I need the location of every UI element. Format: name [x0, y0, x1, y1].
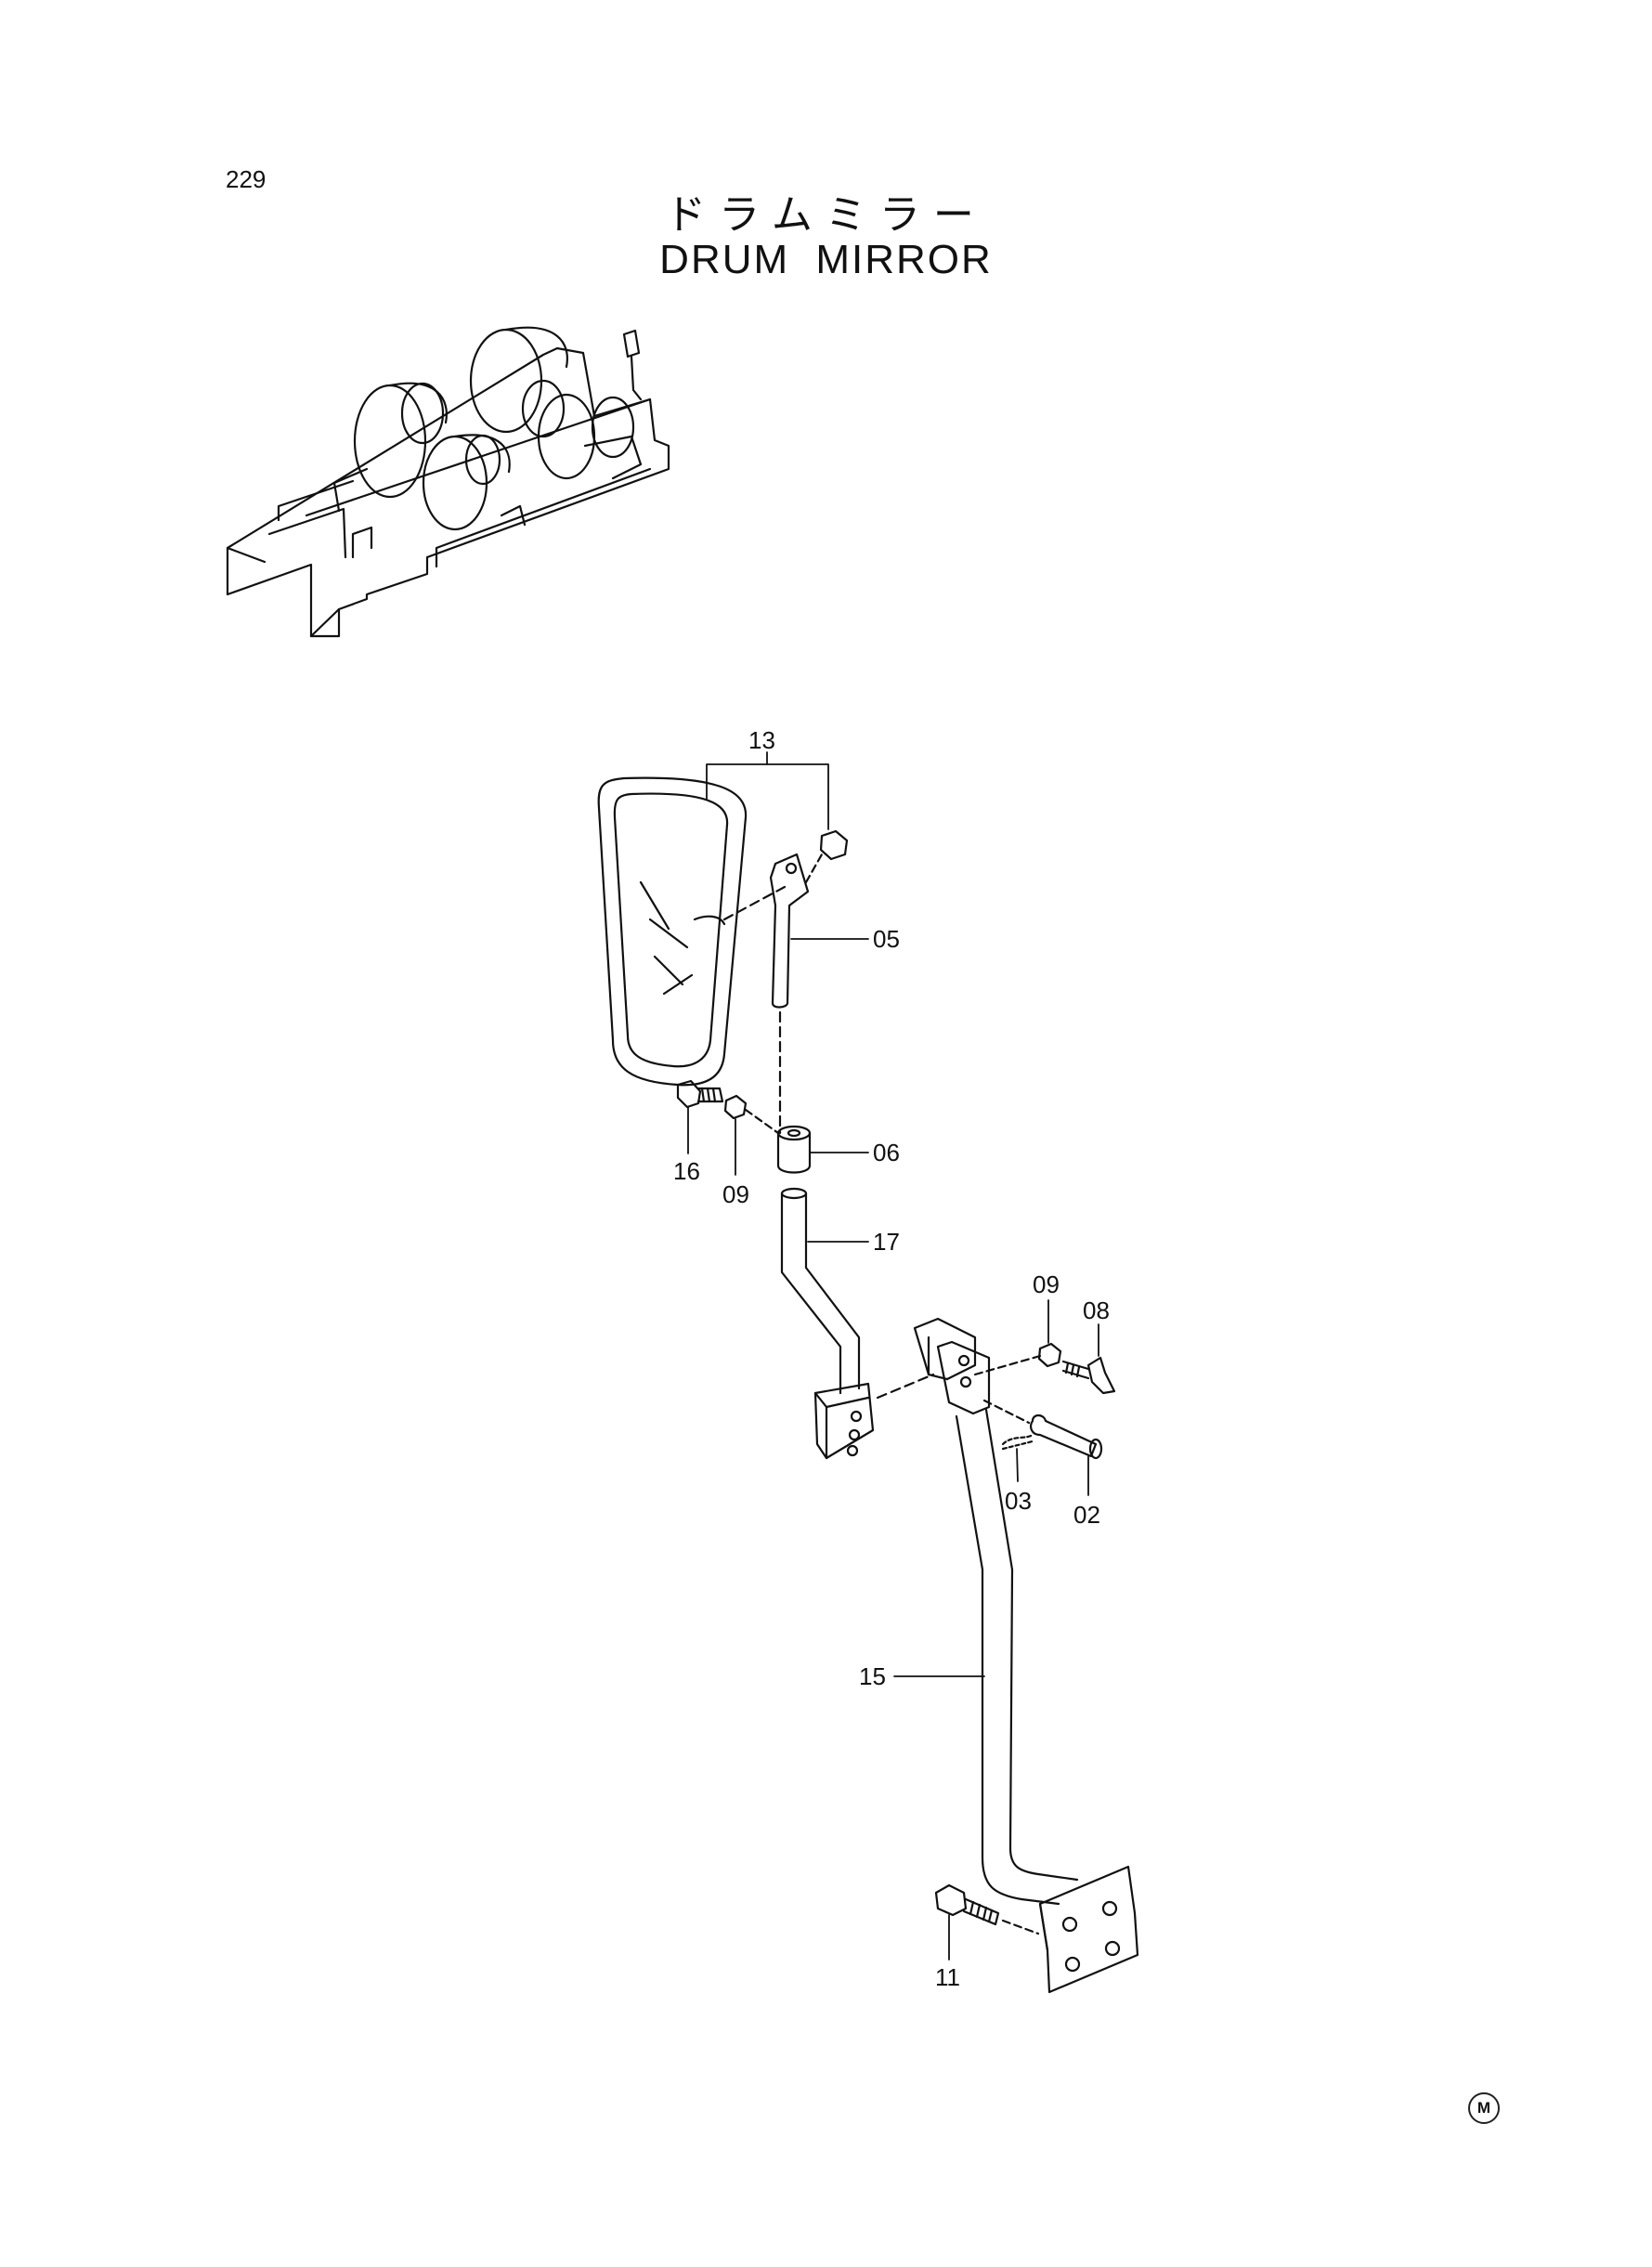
callout-03: 03: [1005, 1487, 1032, 1515]
callout-06: 06: [873, 1139, 900, 1166]
mirror-assembly: [597, 776, 787, 1087]
nut-09-lower: [1037, 1342, 1062, 1368]
callout-05: 05: [873, 925, 900, 953]
title-english: DRUM MIRROR: [659, 237, 993, 282]
nut-09-upper: [723, 1094, 748, 1120]
callout-09-lower: 09: [1033, 1270, 1060, 1298]
key-map-drawing: [226, 326, 670, 638]
callout-15: 15: [859, 1662, 886, 1690]
brackets: [913, 1317, 1042, 1415]
maker-mark-icon: M: [1468, 2092, 1500, 2124]
callout-13: 13: [748, 726, 775, 754]
wing-bolt-08: [1061, 1356, 1116, 1395]
leader-lines: [687, 751, 1099, 1961]
callout-11: 11: [935, 1963, 960, 1991]
pin-02: [982, 1399, 1103, 1460]
collar-06: [776, 1125, 812, 1174]
callout-02: 02: [1073, 1501, 1100, 1529]
bolt-16: [676, 1079, 724, 1109]
callout-17: 17: [873, 1228, 900, 1256]
stand-pipe-15: [955, 1408, 1139, 1994]
hex-nut-13: [819, 829, 849, 861]
bolt-11: [934, 1883, 1040, 1935]
callout-08: 08: [1083, 1296, 1110, 1324]
callout-labels: 13 05 06 16 09 17 09 08 03 02 15 11: [673, 726, 1110, 1991]
pipe-17: [780, 1187, 935, 1460]
cotter-pin-03: [1001, 1433, 1034, 1451]
callout-16: 16: [673, 1157, 700, 1185]
mirror-arm-05: [769, 853, 824, 1135]
page-number: 229: [226, 165, 267, 193]
title-japanese: ドラムミラー: [665, 191, 987, 239]
callout-09-upper: 09: [722, 1180, 749, 1208]
